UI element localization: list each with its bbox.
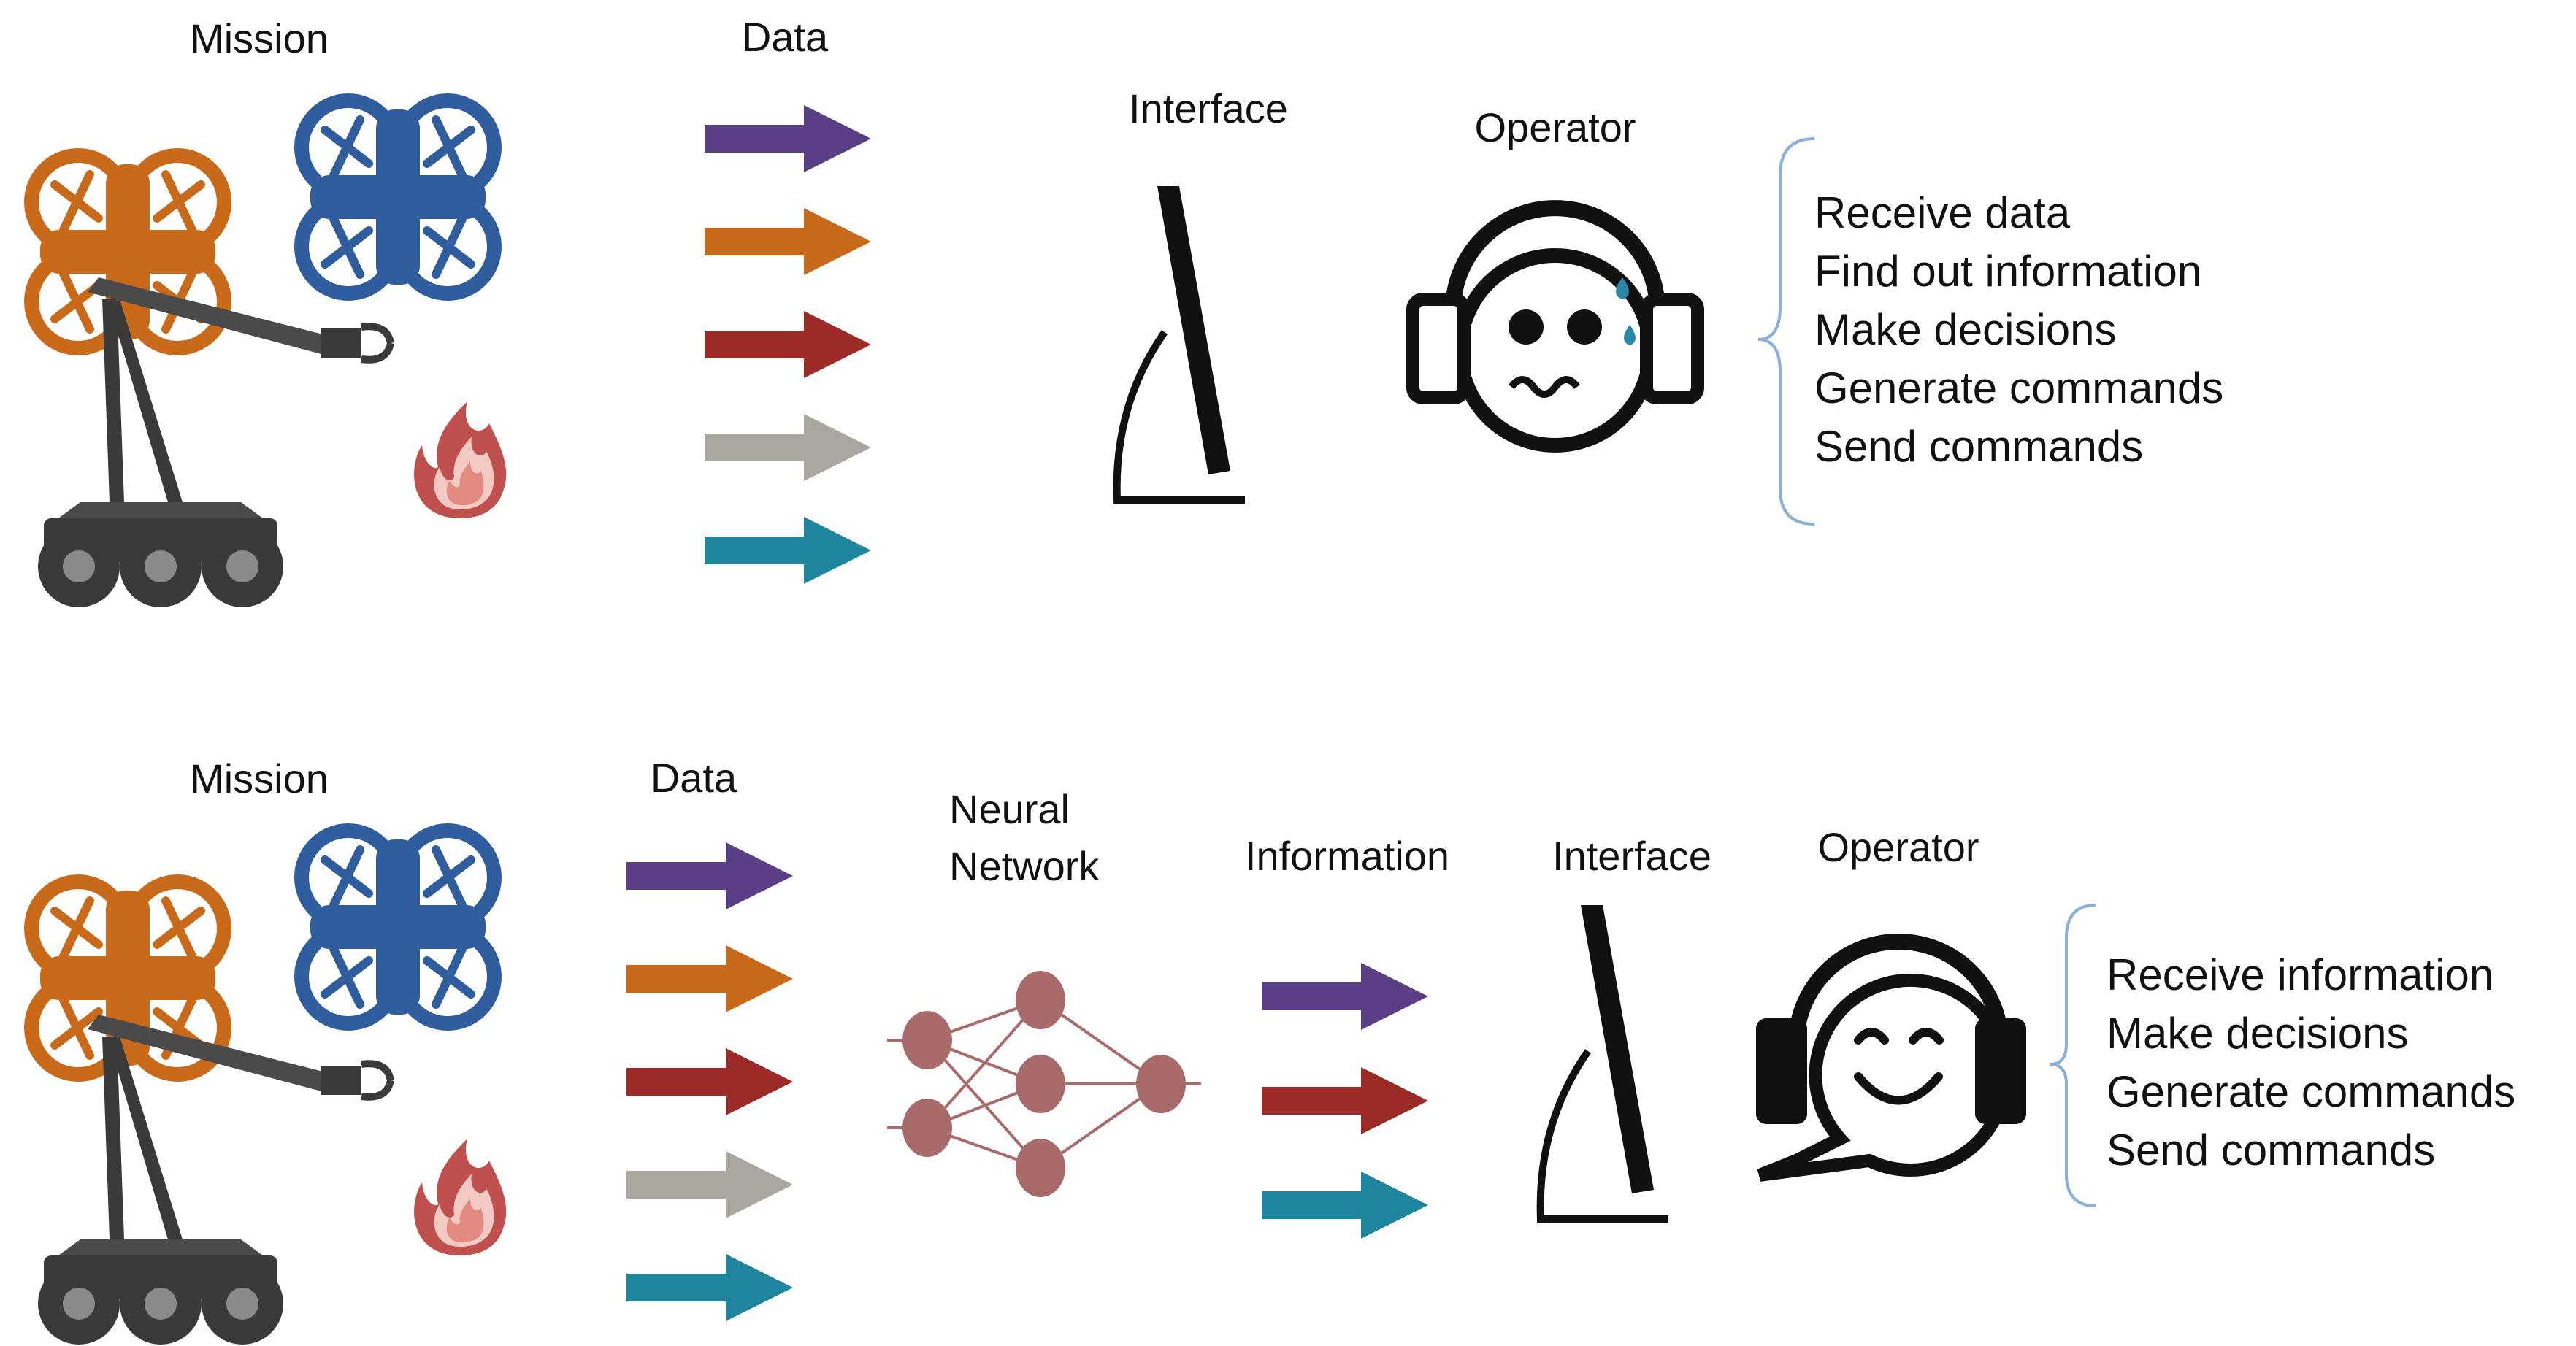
bottom-task-list: Receive information Make decisions Gener… — [2107, 950, 2515, 1174]
list-item: Receive information — [2107, 950, 2493, 999]
list-item: Receive data — [1814, 188, 2071, 237]
data-arrow — [705, 311, 871, 378]
list-item: Make decisions — [1814, 305, 2117, 354]
information-arrow — [1262, 1172, 1428, 1239]
bottom-brace — [2050, 904, 2096, 1207]
fire-icon — [414, 401, 507, 518]
top-interface-label: Interface — [1129, 85, 1288, 131]
top-operator-label: Operator — [1475, 104, 1636, 150]
information-arrow — [1262, 1067, 1428, 1134]
bottom-data-arrows — [626, 842, 793, 1321]
list-item: Find out information — [1814, 247, 2201, 296]
drone-icon — [302, 101, 494, 293]
information-label: Information — [1245, 833, 1449, 879]
data-arrow — [705, 208, 871, 275]
bottom-operator-label: Operator — [1818, 824, 1979, 870]
bottom-data-label: Data — [651, 755, 737, 801]
top-task-list: Receive data Find out information Make d… — [1814, 188, 2223, 471]
data-arrow — [626, 1254, 793, 1321]
data-arrow — [626, 945, 793, 1012]
fire-icon — [414, 1139, 507, 1255]
top-data-arrows — [705, 105, 871, 584]
list-item: Make decisions — [2107, 1009, 2409, 1058]
drone-icon — [302, 831, 494, 1023]
operator-headset-icon — [1756, 934, 2026, 1182]
neural-network-label-line1: Neural — [949, 786, 1070, 832]
top-mission-label: Mission — [190, 15, 329, 61]
neural-network-icon — [887, 971, 1201, 1197]
bottom-interface-label: Interface — [1552, 833, 1711, 879]
operator-headset-icon — [1406, 200, 1704, 453]
data-arrow — [705, 517, 871, 584]
top-brace — [1757, 137, 1815, 526]
list-item: Generate commands — [1814, 364, 2223, 412]
neural-network-label-line2: Network — [949, 843, 1100, 889]
bottom-mission-label: Mission — [190, 755, 329, 801]
monitor-icon — [1117, 186, 1245, 500]
data-arrow — [705, 414, 871, 481]
monitor-icon — [1541, 905, 1668, 1219]
data-arrow — [626, 842, 793, 909]
list-item: Generate commands — [2107, 1067, 2515, 1116]
data-arrow — [626, 1048, 793, 1115]
bottom-row: Mission Data Neural Network Information … — [31, 755, 2515, 1345]
list-item: Send commands — [2107, 1126, 2435, 1174]
information-arrows — [1262, 963, 1428, 1239]
information-arrow — [1262, 963, 1428, 1030]
list-item: Send commands — [1814, 422, 2143, 471]
data-arrow — [626, 1151, 793, 1218]
top-data-label: Data — [742, 14, 829, 60]
top-row: Mission Data Interface Operator Receive … — [31, 14, 2223, 607]
data-arrow — [705, 105, 871, 172]
